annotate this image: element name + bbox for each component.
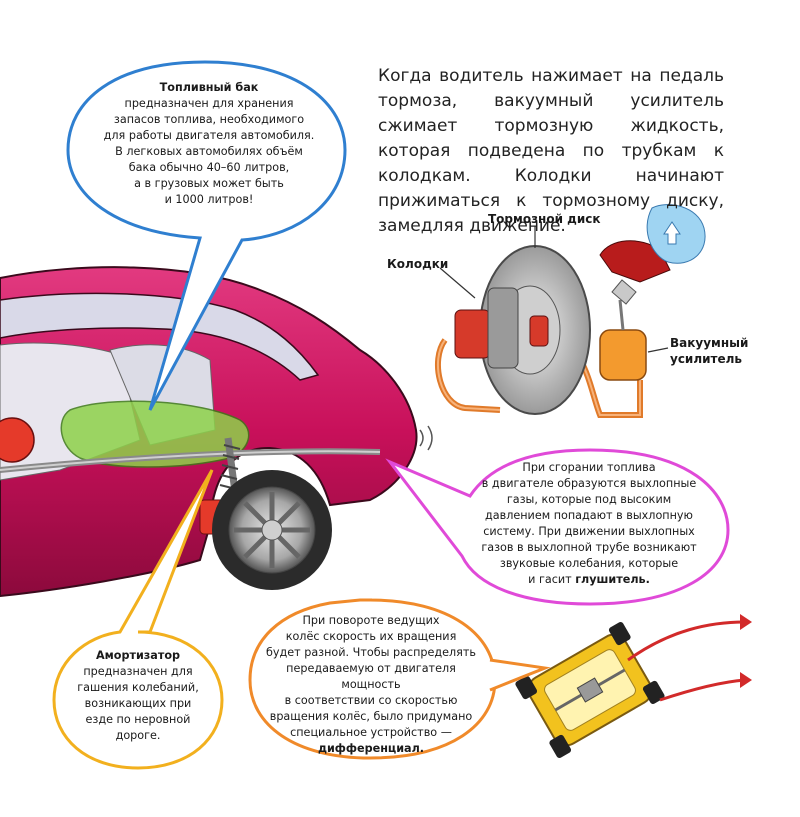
exhaust-line: давлением попадают в выхлопную bbox=[485, 509, 693, 522]
diff-bubble-tail bbox=[489, 658, 551, 692]
exhaust-last-line: и гасит глушитель. bbox=[468, 572, 710, 588]
vacuum-booster bbox=[599, 329, 647, 381]
exhaust-line: При сгорании топлива bbox=[522, 461, 656, 474]
fuel-tank-line: бака обычно 40–60 литров, bbox=[128, 161, 290, 174]
intro-paragraph: Когда водитель нажимает на педаль тормоз… bbox=[378, 66, 724, 236]
shock-bubble-shape bbox=[52, 469, 224, 770]
shock-absorber-line: дороге. bbox=[115, 729, 161, 742]
brake-diagram bbox=[434, 204, 706, 418]
fuel-tank-line: В легковых автомобилях объём bbox=[115, 145, 303, 158]
exhaust-bubble-shape bbox=[385, 448, 730, 606]
brake-pads bbox=[454, 309, 491, 359]
exhaust-line: газы, которые под высоким bbox=[506, 493, 672, 506]
differential-illustration bbox=[515, 621, 665, 759]
car-illustration bbox=[0, 266, 433, 598]
differential-line: специальное устройство — bbox=[290, 726, 452, 739]
engine-part bbox=[0, 417, 35, 463]
shock-absorber-line: езде по неровной bbox=[85, 713, 191, 726]
brake-pedal-icon bbox=[611, 279, 637, 305]
differential-line: в соответствии со скоростью bbox=[284, 694, 458, 707]
differential-term: дифференциал. bbox=[317, 742, 425, 755]
fuel-tank-line: предназначен для хранения bbox=[124, 97, 294, 110]
differential-callout: При повороте ведущих колёс скорость их в… bbox=[260, 613, 482, 757]
shock-absorber-line: гашения колебаний, bbox=[77, 681, 199, 694]
fuel-tank-line: а в грузовых может быть bbox=[134, 177, 284, 190]
fuel-tank-callout: Топливный бак предназначен для хранения … bbox=[84, 80, 334, 208]
differential-line: передаваемую от двигателя мощность bbox=[286, 662, 456, 691]
differential-line: При повороте ведущих bbox=[302, 614, 440, 627]
shock-absorber-title: Амортизатор bbox=[95, 649, 181, 662]
differential-line: будет разной. Чтобы распределять bbox=[266, 646, 476, 659]
fuel-bubble-shape bbox=[66, 60, 347, 411]
shock-absorber-callout: Амортизатор предназначен для гашения кол… bbox=[72, 648, 204, 744]
diff-bubble-shape bbox=[248, 598, 497, 760]
differential-line: вращения колёс, было придумано bbox=[269, 710, 473, 723]
sound-wave-icon bbox=[419, 425, 433, 451]
fuel-tank-line: для работы двигателя автомобиля. bbox=[103, 129, 315, 142]
vacuum-booster-label-line2: усилитель bbox=[670, 352, 743, 366]
brake-disk-label: Тормозной диск bbox=[488, 212, 601, 226]
vacuum-booster-label-line1: Вакуумный bbox=[670, 336, 749, 350]
brake-pads-label: Колодки bbox=[387, 257, 449, 271]
exhaust-line: звуковые колебания, которые bbox=[499, 557, 679, 570]
fuel-tank-line: и 1000 литров! bbox=[164, 193, 254, 206]
exhaust-line: в двигателе образуются выхлопные bbox=[481, 477, 697, 490]
exhaust-callout: При сгорании топлива в двигателе образую… bbox=[468, 460, 710, 588]
exhaust-last-prefix: и гасит bbox=[528, 573, 576, 586]
wheel-path-arrow bbox=[627, 620, 746, 662]
fuel-tank-title: Топливный бак bbox=[159, 81, 259, 94]
down-arrow-icon bbox=[663, 221, 681, 245]
arrow-head-icon bbox=[740, 614, 752, 630]
exhaust-line: газов в выхлопной трубе возникают bbox=[481, 541, 697, 554]
arrow-head-icon-2 bbox=[740, 672, 752, 688]
exhaust-muffler-term: глушитель. bbox=[575, 573, 650, 586]
car-window bbox=[0, 292, 320, 381]
exhaust-line: систему. При движении выхлопных bbox=[483, 525, 695, 538]
foot-icon bbox=[599, 240, 671, 283]
shock-absorber-line: предназначен для bbox=[83, 665, 193, 678]
differential-line: колёс скорость их вращения bbox=[285, 630, 457, 643]
fuel-tank-line: запасов топлива, необходимого bbox=[113, 113, 305, 126]
shock-absorber-line: возникающих при bbox=[84, 697, 192, 710]
wheel-path-arrow-2 bbox=[659, 678, 746, 702]
